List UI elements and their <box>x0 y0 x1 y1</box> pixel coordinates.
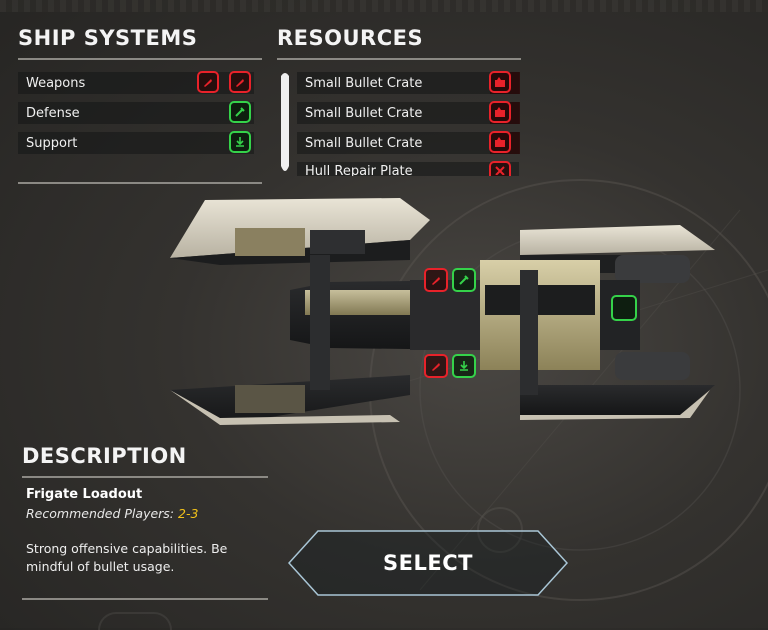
resources-top-rule <box>277 58 521 60</box>
resource-row[interactable]: Small Bullet Crate <box>297 72 519 94</box>
bullet-crate-icon[interactable] <box>489 131 511 153</box>
repair-plate-icon[interactable] <box>489 161 511 176</box>
support-icon[interactable] <box>452 354 476 378</box>
resource-label: Hull Repair Plate <box>305 164 413 176</box>
resources-heading: RESOURCES <box>277 26 424 50</box>
system-row-weapons[interactable]: Weapons <box>18 72 254 94</box>
description-top-rule <box>22 476 268 478</box>
system-label: Weapons <box>26 75 86 91</box>
weapon-icon[interactable] <box>229 71 251 93</box>
system-label: Support <box>26 135 78 151</box>
empty-slot-icon[interactable] <box>611 295 637 321</box>
system-row-support[interactable]: Support <box>18 132 254 154</box>
support-icon[interactable] <box>229 131 251 153</box>
resources-scrollbar[interactable] <box>279 70 291 176</box>
ship-systems-top-rule <box>18 58 262 60</box>
ship-illustration <box>170 198 715 425</box>
description-bottom-rule <box>22 598 268 600</box>
resource-row[interactable]: Small Bullet Crate <box>297 102 519 124</box>
select-button-frame <box>288 530 568 596</box>
resource-label: Small Bullet Crate <box>305 105 423 121</box>
system-label: Defense <box>26 105 80 121</box>
description-heading: DESCRIPTION <box>22 444 187 468</box>
select-button-label: SELECT <box>383 551 473 575</box>
recommended-label: Recommended Players: <box>26 506 178 521</box>
recommended-value: 2-3 <box>178 506 199 521</box>
resource-row[interactable]: Small Bullet Crate <box>297 132 519 154</box>
weapon-icon[interactable] <box>424 354 448 378</box>
bullet-crate-icon[interactable] <box>489 101 511 123</box>
weapon-icon[interactable] <box>197 71 219 93</box>
resource-row[interactable]: Hull Repair Plate <box>297 162 519 176</box>
description-body: Strong offensive capabilities. Be mindfu… <box>26 541 228 574</box>
top-border-pattern <box>0 0 768 12</box>
bottom-emblem <box>98 612 172 630</box>
resource-label: Small Bullet Crate <box>305 75 423 91</box>
wrench-icon[interactable] <box>452 268 476 292</box>
ship-systems-heading: SHIP SYSTEMS <box>18 26 198 50</box>
recommended-players: Recommended Players: 2-3 <box>26 506 198 521</box>
bullet-crate-icon[interactable] <box>489 71 511 93</box>
resource-label: Small Bullet Crate <box>305 135 423 151</box>
select-button[interactable]: SELECT <box>288 530 568 596</box>
system-row-defense[interactable]: Defense <box>18 102 254 124</box>
loadout-name: Frigate Loadout <box>26 487 143 502</box>
ship-systems-bottom-rule <box>18 182 262 184</box>
wrench-icon[interactable] <box>229 101 251 123</box>
weapon-icon[interactable] <box>424 268 448 292</box>
